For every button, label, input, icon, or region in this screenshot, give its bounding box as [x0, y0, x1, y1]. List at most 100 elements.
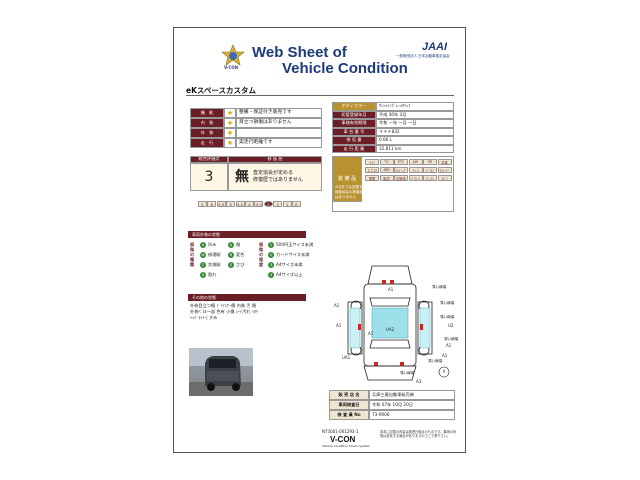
damage-degree-label: A4サイズ未満	[276, 262, 303, 267]
equipment-item: ｷｰﾚｽ	[408, 167, 423, 173]
equipment-item: ﾜﾝｵｰﾅｰ	[437, 167, 452, 173]
footer-disclaimer: 本書に記載の内容は検査日時点のものです。車両の状態は変化する場合がありますのでご…	[380, 430, 457, 438]
jaai-logo: JAAI	[422, 41, 448, 53]
footer-subtitle: Vehicle Condition Check System	[322, 444, 371, 448]
damage-type-code: B	[228, 252, 234, 258]
equipment-item: ｽﾍﾟｱ	[437, 175, 452, 181]
condition-text: 実走行距離です	[236, 138, 322, 148]
other-line-2: 外装ﾊﾟﾈﾙ一部 色有 小傷 ｼｰﾄ汚れ ﾍﾀﾘ	[190, 309, 259, 314]
diagram-mark-left-door: A1	[336, 323, 342, 328]
spec-value: 令和 一年 一月 一日	[376, 119, 454, 128]
spec-label: 排 気 量	[332, 136, 376, 145]
spec-value: 平成 30年 3月	[376, 110, 454, 119]
damage-type-label: 凹み	[208, 242, 217, 247]
diagram-mark-x: X	[442, 369, 446, 374]
history-text-1: 査定協会が定める	[253, 170, 294, 176]
score-header: 総合評価点	[190, 156, 228, 163]
equipment-item: SR	[423, 159, 437, 165]
legend-col2-title: 損傷の程度	[259, 242, 263, 267]
spec-value: ＊＊＊832	[376, 127, 454, 136]
damage-type-code: C	[200, 262, 206, 268]
score-scale-item: 1	[282, 201, 292, 207]
spec-label: ボディカラー	[332, 102, 376, 111]
spec-value: 32,811 km	[376, 144, 454, 153]
spec-value: 0.66 L	[376, 136, 454, 145]
legend-col1-title: 損傷の種類	[190, 242, 194, 267]
damage-type-label: 割れ	[208, 272, 217, 277]
rating-star-icon: ★	[224, 108, 236, 118]
damage-type-label: さび	[236, 262, 245, 267]
diagram-mark-rear-right: A1	[442, 353, 448, 358]
equipment-note-2: 検査協会の検査証明で	[335, 190, 370, 194]
diagram-mark-right-lower: A1	[446, 343, 452, 348]
diagram-note-1: 薄い線傷	[432, 285, 447, 289]
inspection-date-value: 令和 07年 10月 20日	[369, 400, 455, 410]
history-header: 修 復 歴	[228, 156, 322, 163]
equipment-item: AW	[408, 159, 423, 165]
damage-type-label: 傷	[236, 242, 241, 247]
damage-degree-code: 3	[268, 262, 274, 268]
spec-label: 初度登録年月	[332, 110, 376, 119]
vcon-badge: V-CON	[224, 65, 239, 70]
equipment-item: ﾊﾟﾜｼｰﾄ	[408, 175, 423, 181]
other-line-1: 外装目立つ傷 ﾄﾞｱｲﾝﾅｰ傷 内装 汚 傷	[190, 303, 257, 308]
equipment-note-1: ※当社では加盟する	[335, 185, 366, 189]
diagram-note-5: 薄い線傷	[428, 359, 443, 363]
model-name: eKスペースカスタム	[186, 86, 256, 95]
vcon-emblem-icon	[221, 44, 245, 66]
inspector-value: 73-9006	[369, 410, 455, 420]
spec-value: ｻﾝｼｬｲﾝｸﾞﾚｰﾒﾀﾘｯｸ	[376, 102, 454, 111]
damage-type-label: 交換跡	[208, 262, 221, 267]
condition-sheet: V-CON Web Sheet of Vehicle Condition JAA…	[173, 27, 466, 453]
condition-text: 整備・保証付き販売です	[236, 108, 322, 118]
equipment-item: 記録簿	[394, 175, 408, 181]
score-scale-item: S	[198, 201, 207, 207]
condition-label: 外 装	[190, 128, 224, 138]
score-scale-item: 2	[273, 201, 283, 207]
diagram-mark-center: A1	[368, 331, 374, 336]
equipment-panel	[332, 156, 454, 212]
equipment-item: ナビ	[365, 159, 379, 165]
condition-label: 内 装	[190, 118, 224, 128]
score-value: 3	[190, 163, 228, 191]
page-title-line1: Web Sheet of	[252, 44, 347, 61]
history-text-2: 修復歴ではありません	[253, 177, 303, 183]
rating-star-icon: ★	[224, 118, 236, 128]
diagram-mark-roof: UA2	[386, 327, 395, 332]
damage-type-code: U	[200, 242, 206, 248]
page-title-line2: Vehicle Condition	[282, 60, 408, 77]
rating-star-icon: ★	[224, 128, 236, 138]
equipment-item: ABS	[379, 167, 394, 173]
damage-degree-code: 1	[268, 242, 274, 248]
equipment-item: TV	[379, 159, 394, 165]
vcon-logo: V-CON	[220, 43, 246, 71]
model-underline	[186, 95, 454, 96]
diagram-mark-rear: UA1	[342, 355, 351, 360]
damage-degree-code: 2	[268, 252, 274, 258]
spec-label: 車 台 番 号	[332, 127, 376, 136]
score-scale-item: 6	[207, 201, 217, 207]
shop-label: 販 売 店 名	[329, 390, 369, 400]
equipment-item: エアロ	[365, 167, 379, 173]
condition-label: 機 能	[190, 108, 224, 118]
spec-label: 走 行 距 離	[332, 144, 376, 153]
diagram-mark-bumper: A3	[416, 379, 422, 384]
damage-type-code: X	[200, 272, 206, 278]
diagram-mark-left: A1	[334, 303, 340, 308]
inspection-date-label: 車両検査日	[329, 400, 369, 410]
score-scale-item: 3	[263, 201, 273, 207]
damage-type-label: 変色	[236, 252, 245, 257]
damage-diagram: A1 A1 A1 UA2 A1 U2 A1 UA1 A3 A1 X 薄い線傷 薄…	[328, 244, 464, 384]
diagram-note-2: 薄い線傷	[440, 301, 455, 305]
other-line-3: ﾍｯﾄﾞﾗｲﾄくすみ	[190, 315, 218, 320]
